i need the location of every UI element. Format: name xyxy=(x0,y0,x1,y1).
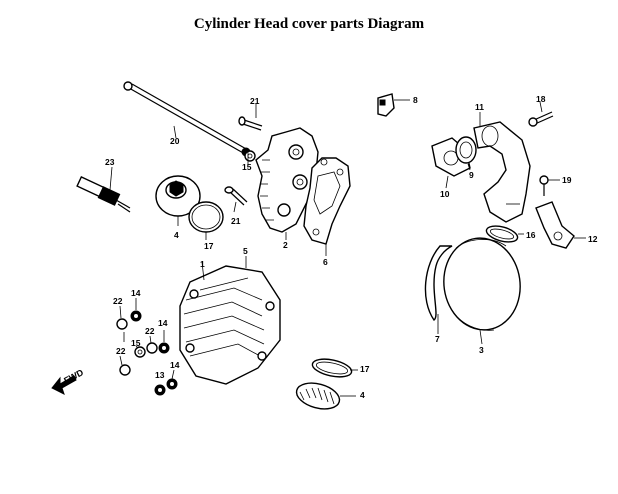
part-20-stud-bolt xyxy=(123,81,251,157)
callout-22-c: 22 xyxy=(116,346,126,356)
part-7-cover-gasket xyxy=(424,245,453,334)
part-22-cap-b xyxy=(146,342,158,354)
callout-15-b: 15 xyxy=(131,338,141,348)
part-21-bolt-upper xyxy=(238,116,263,131)
callout-8: 8 xyxy=(413,95,418,105)
callout-4-upper: 4 xyxy=(174,230,179,240)
callout-16: 16 xyxy=(526,230,536,240)
part-19-bolt xyxy=(539,175,560,196)
callout-5: 5 xyxy=(243,246,248,256)
callout-1: 1 xyxy=(200,259,205,269)
callout-7: 7 xyxy=(435,334,440,344)
callout-14-b: 14 xyxy=(158,318,168,328)
part-6-gasket xyxy=(303,157,351,256)
fwd-label: FWD xyxy=(62,367,85,386)
part-22-cap-a xyxy=(116,305,128,330)
callout-20: 20 xyxy=(170,136,180,146)
callout-6: 6 xyxy=(323,257,328,267)
callout-17-lower: 17 xyxy=(360,364,370,374)
callout-12: 12 xyxy=(588,234,598,244)
callout-11: 11 xyxy=(475,102,484,112)
part-14-nut-a xyxy=(130,298,142,322)
part-5-head-cover xyxy=(179,256,281,385)
part-22-cap-c xyxy=(119,364,131,376)
callout-17-upper: 17 xyxy=(204,241,214,251)
part-4-tappet-cap-upper xyxy=(155,175,201,226)
part-4-tappet-cap-lower xyxy=(295,382,356,410)
callout-14-c: 14 xyxy=(170,360,180,370)
part-8-bracket xyxy=(377,93,410,117)
callout-21-b: 21 xyxy=(231,216,241,226)
leader-lines xyxy=(119,104,257,380)
callout-22-b: 22 xyxy=(145,326,155,336)
callout-4-lower: 4 xyxy=(360,390,365,400)
part-18-bolt xyxy=(528,101,554,127)
callout-labels: 1 2 3 4 4 5 6 7 8 9 10 11 12 13 14 14 14… xyxy=(105,94,598,400)
part-11-intake-pipe xyxy=(473,112,531,223)
part-13-nut xyxy=(154,384,166,396)
part-15-washer-lower xyxy=(134,346,146,358)
part-12-clamp xyxy=(535,201,586,249)
part-14-nut-c xyxy=(166,378,178,390)
part-21-bolt-lower xyxy=(224,186,248,206)
callout-22-a: 22 xyxy=(113,296,123,306)
callout-9: 9 xyxy=(469,170,474,180)
part-3-side-cover xyxy=(443,237,521,345)
diagram-title: Cylinder Head cover parts Diagram xyxy=(193,16,425,32)
part-2-cylinder-head xyxy=(255,127,319,240)
callout-13: 13 xyxy=(155,370,165,380)
part-9-gasket xyxy=(455,136,477,171)
part-14-nut-b xyxy=(158,330,170,354)
part-23-spark-plug xyxy=(76,166,131,213)
callout-18: 18 xyxy=(536,94,546,104)
callout-23: 23 xyxy=(105,157,115,167)
part-15-washer-upper xyxy=(244,150,256,162)
fwd-arrow-icon: FWD xyxy=(51,367,85,395)
callout-14-a: 14 xyxy=(131,288,141,298)
callout-3: 3 xyxy=(479,345,484,355)
part-17-o-ring-upper xyxy=(188,201,224,240)
callout-15-a: 15 xyxy=(242,162,252,172)
part-17-o-ring-lower xyxy=(311,358,358,378)
part-16-o-ring xyxy=(485,225,524,243)
callout-19: 19 xyxy=(562,175,572,185)
callout-2: 2 xyxy=(283,240,288,250)
callout-21-a: 21 xyxy=(250,96,260,106)
callout-10: 10 xyxy=(440,189,450,199)
